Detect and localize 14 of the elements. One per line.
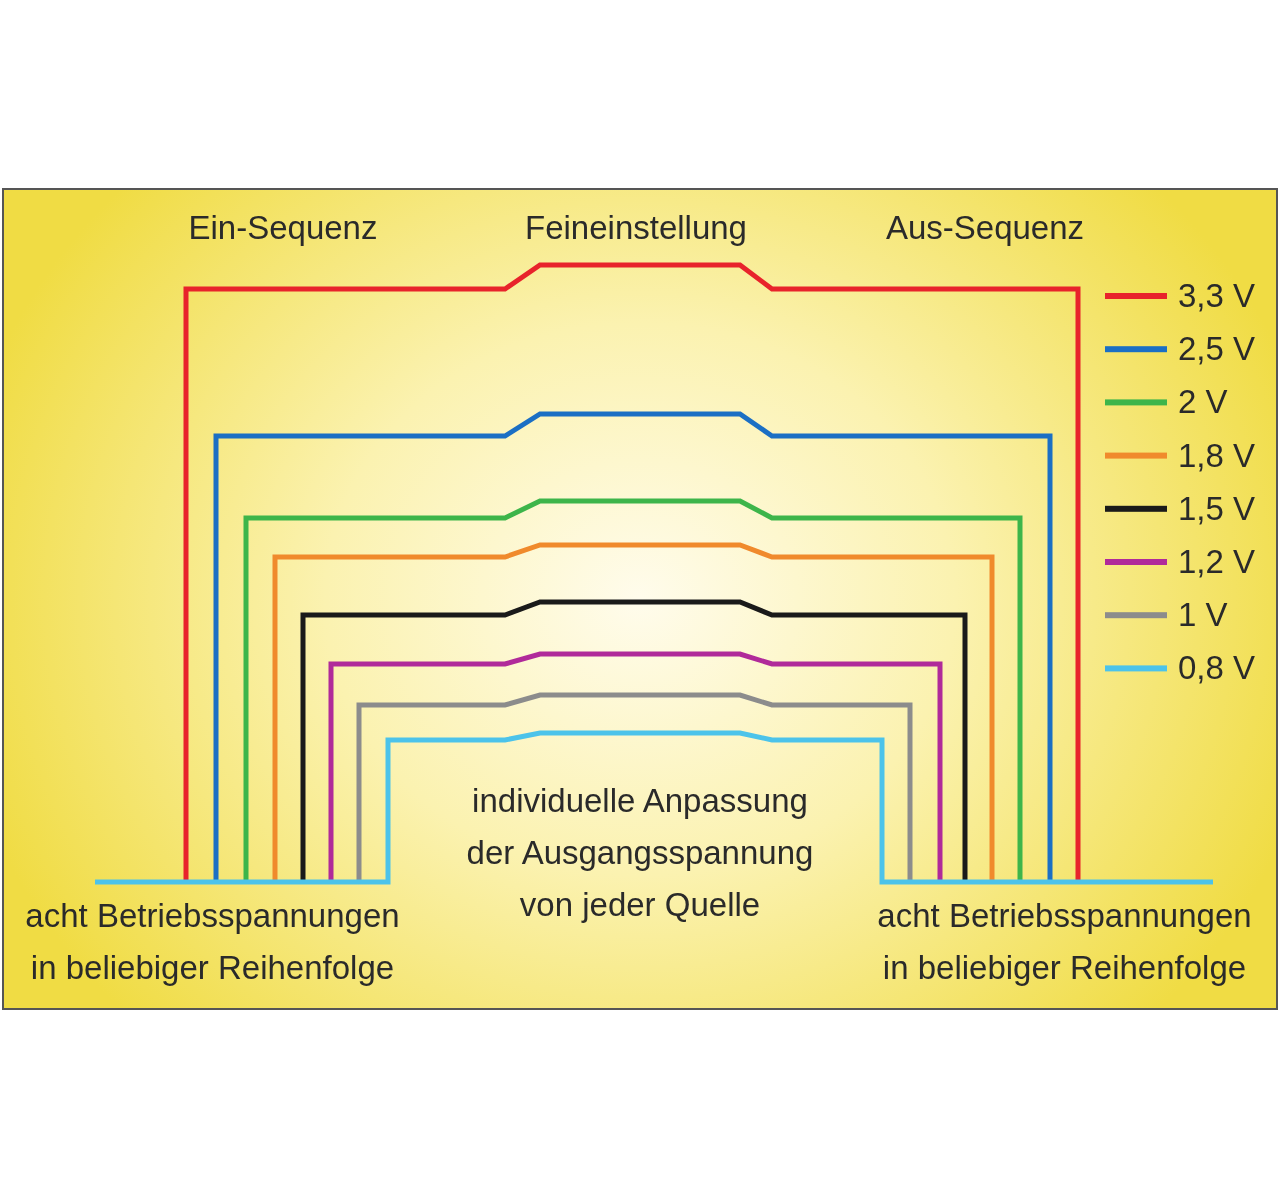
phase-heading: Feineinstellung bbox=[524, 208, 748, 248]
legend-label: 1 V bbox=[1178, 595, 1228, 636]
legend-label: 3,3 V bbox=[1178, 276, 1256, 316]
legend-label: 1,5 V bbox=[1178, 488, 1256, 529]
legend-label: 1,8 V bbox=[1178, 435, 1256, 476]
legend-label: 0,8 V bbox=[1178, 648, 1256, 689]
legend-label: 2,5 V bbox=[1178, 329, 1256, 370]
description-text: acht Betriebsspannungen in beliebiger Reihenfolge bbox=[876, 896, 1253, 988]
description-text: individuelle Anpassung der Ausgangsspannung von jeder Quelle bbox=[465, 781, 815, 925]
phase-heading: Ein-Sequenz bbox=[187, 208, 379, 248]
phase-heading: Aus-Sequenz bbox=[884, 208, 1086, 248]
legend-label: 2 V bbox=[1178, 382, 1228, 423]
description-text: acht Betriebsspannungen in beliebiger Reihenfolge bbox=[24, 896, 401, 988]
legend-label: 1,2 V bbox=[1178, 542, 1256, 582]
